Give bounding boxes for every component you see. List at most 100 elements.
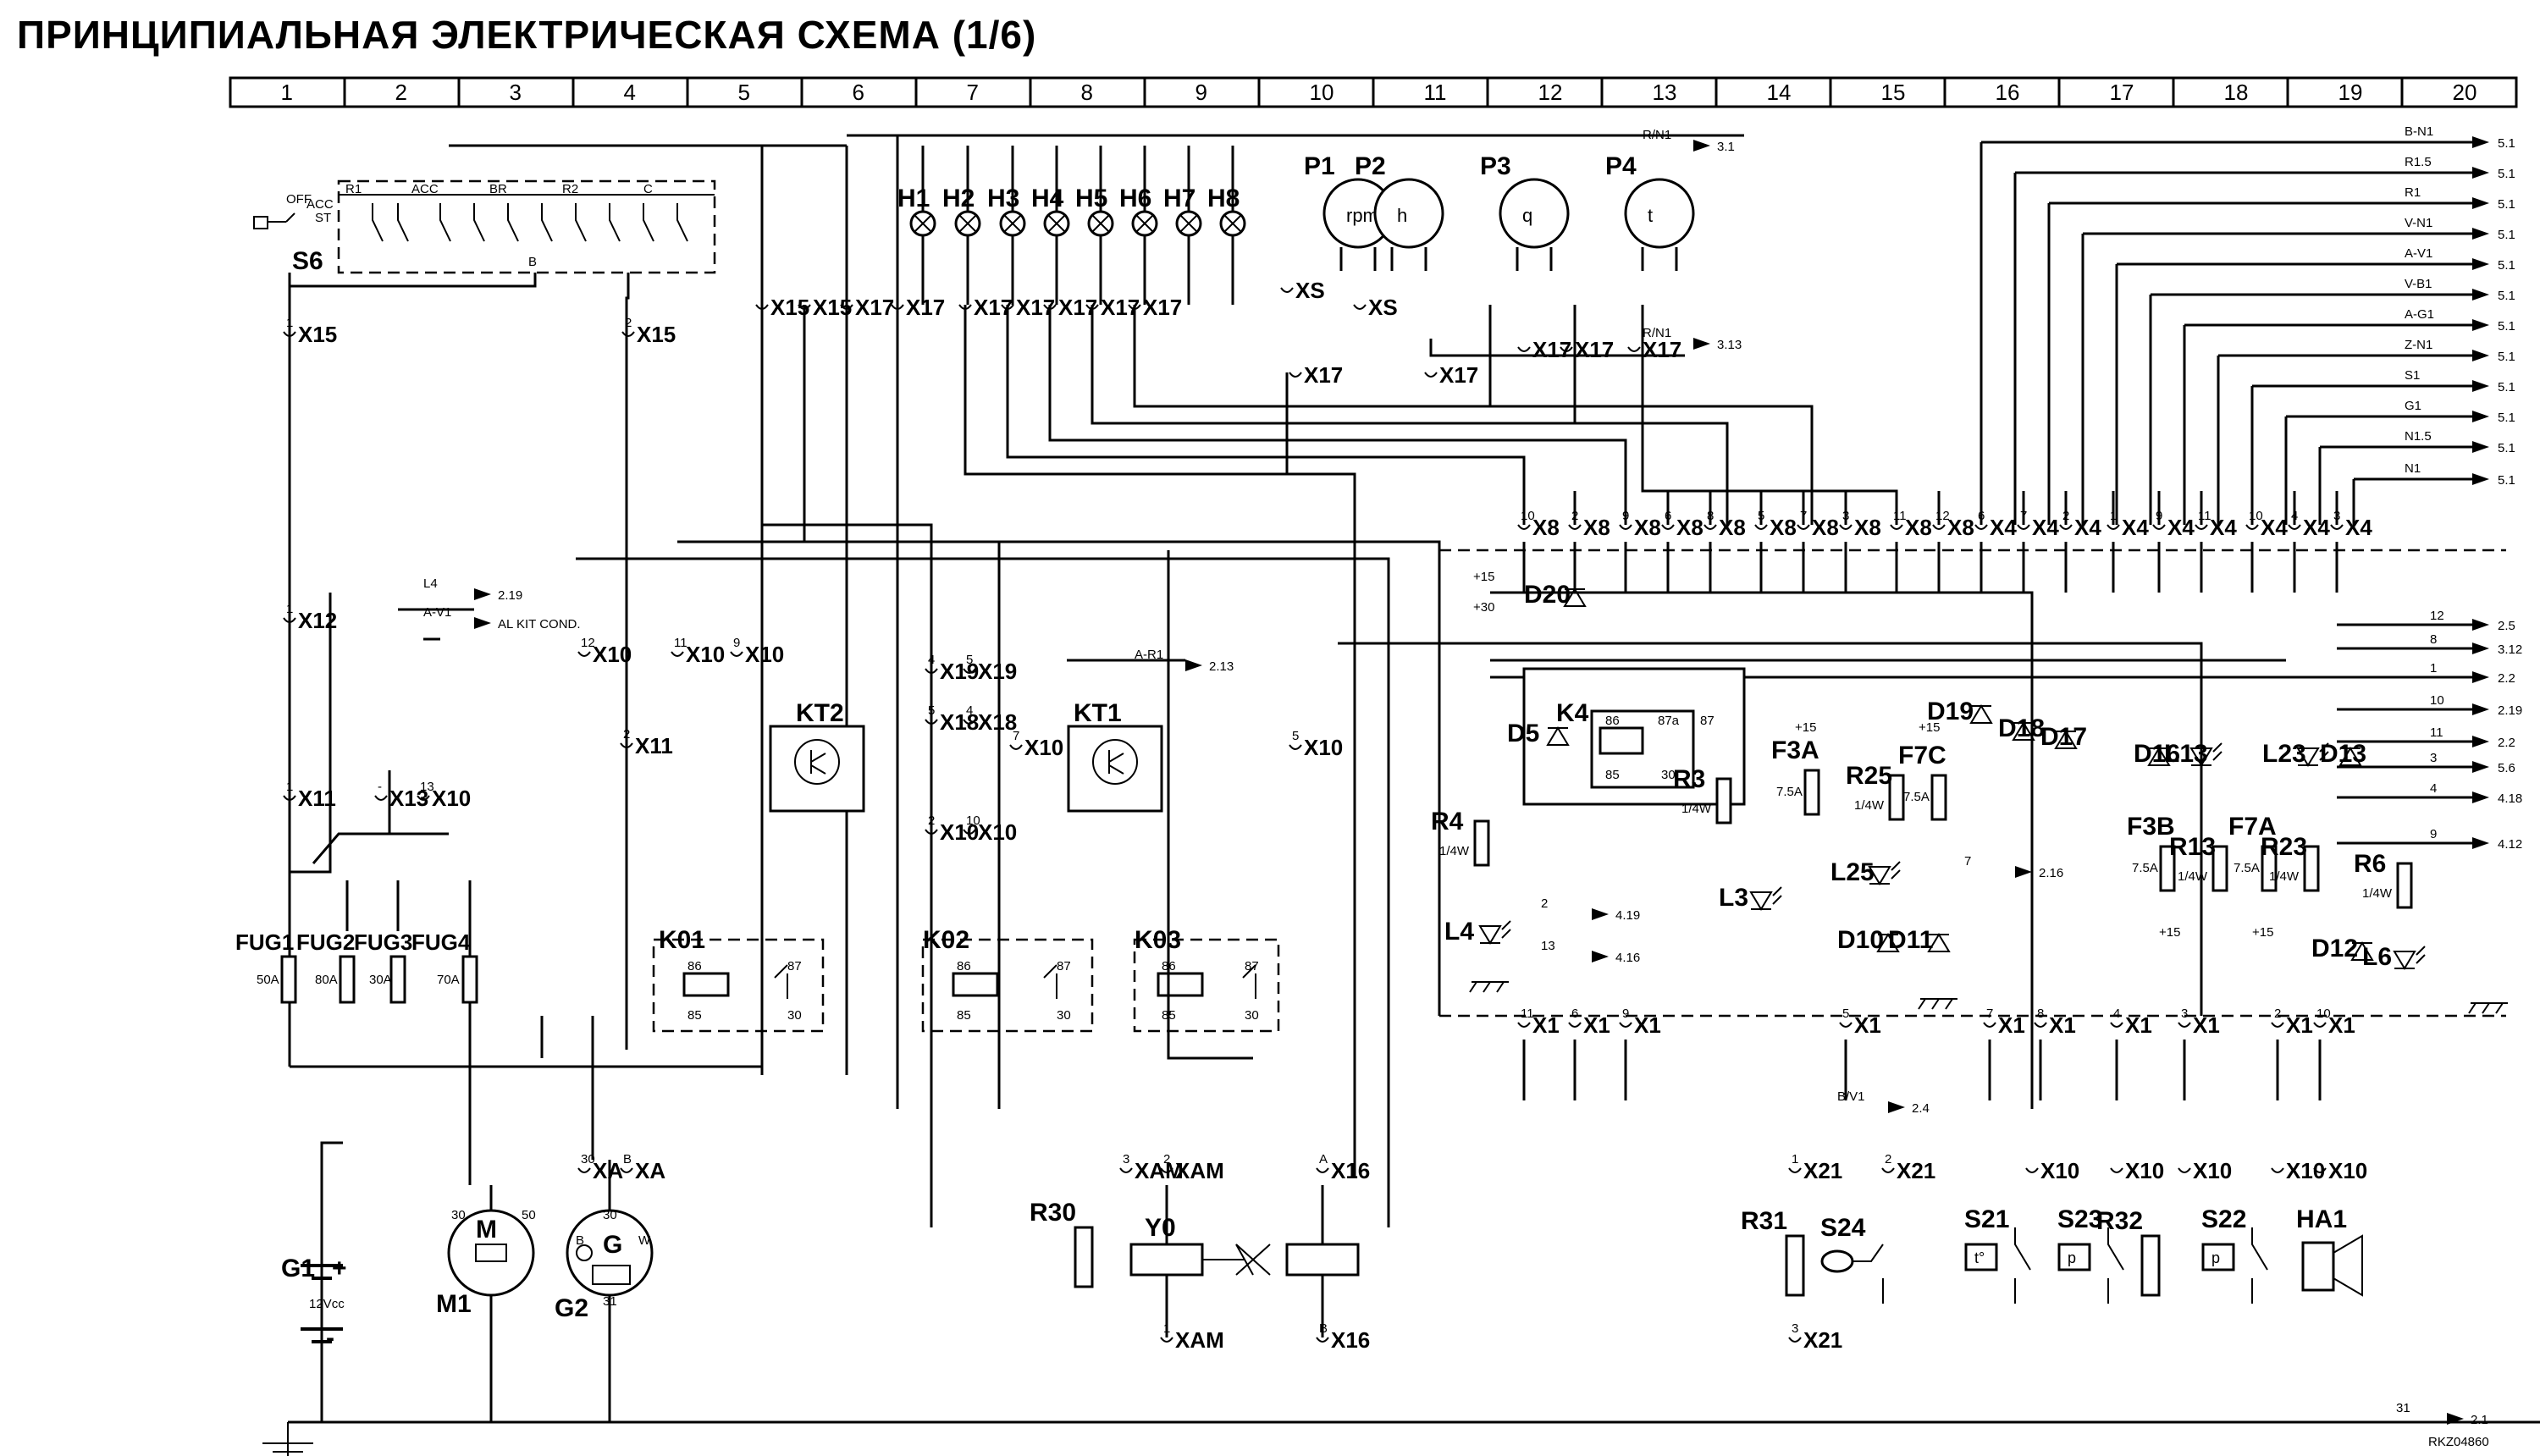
connector-label: X8 xyxy=(1583,515,1610,540)
pin-number: 2 xyxy=(1885,1152,1891,1166)
connector-label: X11 xyxy=(635,733,673,758)
gauge-connector: X17 xyxy=(1424,362,1478,388)
svg-text:K01: K01 xyxy=(659,926,705,954)
connector-label: X8 xyxy=(1719,515,1746,540)
connector-label: X10 xyxy=(2193,1158,2232,1183)
ground-icon xyxy=(262,1422,313,1456)
sensor-glyph: p xyxy=(2068,1249,2076,1266)
pin-number: 5 xyxy=(966,653,973,667)
led-label: L3 xyxy=(1719,884,1748,912)
connector-label: X10 xyxy=(2125,1158,2164,1183)
svg-text:FUG4: FUG4 xyxy=(411,929,471,955)
starter-motor: M M1 30 50 xyxy=(436,1208,536,1318)
ref-code: 5.6 xyxy=(2498,761,2515,775)
pin-number: 6 xyxy=(1571,1007,1578,1021)
switch-contact xyxy=(397,203,409,242)
column-number: 17 xyxy=(2110,80,2134,105)
arrow-icon xyxy=(1888,1101,1905,1113)
wire-code: Z-N1 xyxy=(2405,338,2432,352)
connector-x10: X10 xyxy=(2313,1158,2367,1183)
connector-label: X8 xyxy=(1947,515,1974,540)
fuse-rating: 7.5A xyxy=(1776,785,1803,799)
diode-label: D12 xyxy=(2311,935,2358,962)
pin-number: 11 xyxy=(1521,1007,1534,1021)
timer-kt2: KT2 xyxy=(769,699,865,813)
wire-code: N1 xyxy=(2405,461,2421,476)
switch-contact xyxy=(575,203,587,242)
relay-k01: K01 86 87 85 30 xyxy=(652,926,825,1033)
connector-label: X17 xyxy=(1532,337,1571,362)
wire-code: L4 xyxy=(423,576,438,591)
connector-x10: X10 xyxy=(2178,1158,2232,1183)
switch-label: S23 xyxy=(2057,1205,2102,1233)
arrow-icon xyxy=(474,617,491,629)
wire-code: R1.5 xyxy=(2405,155,2432,169)
ref-code: 3.13 xyxy=(1717,338,1742,352)
connector-label: X4 xyxy=(2210,515,2237,540)
ref-code: 4.18 xyxy=(2498,791,2522,806)
connector-label: X4 xyxy=(2122,515,2149,540)
diode-label: D16 xyxy=(2134,740,2180,768)
switch-contact xyxy=(439,203,451,242)
arrow-icon xyxy=(2472,167,2489,179)
arrow-icon xyxy=(2472,289,2489,301)
svg-text:KT2: KT2 xyxy=(796,699,844,727)
ref-code: 2.2 xyxy=(2498,736,2515,750)
svg-text:G: G xyxy=(603,1231,622,1259)
ref-code: 2.5 xyxy=(2498,619,2515,633)
wire-code: S1 xyxy=(2405,368,2420,383)
connector-label: X8 xyxy=(1854,515,1881,540)
svg-text:85: 85 xyxy=(957,1008,971,1023)
wire-code: V-N1 xyxy=(2405,216,2432,230)
wire-code: 13 xyxy=(1541,939,1555,953)
connector-label: X17 xyxy=(1643,337,1681,362)
pin-number: 1 xyxy=(286,602,293,616)
connector-label: X10 xyxy=(2040,1158,2079,1183)
led-icon: L3 xyxy=(1719,884,1782,912)
column-number: 12 xyxy=(1538,80,1563,105)
lamp-label: H7 xyxy=(1163,185,1195,212)
connector-label: X1 xyxy=(1998,1012,2025,1038)
gauge-connector: X17 xyxy=(1517,337,1571,362)
sensor-icon: p S23 xyxy=(2057,1205,2124,1304)
svg-text:87: 87 xyxy=(1700,714,1714,728)
svg-text:OFF: OFF xyxy=(286,192,312,207)
gauge-connector: X17 xyxy=(1627,337,1681,362)
resistor-label: R6 xyxy=(2354,850,2386,878)
svg-text:30: 30 xyxy=(787,1008,802,1023)
pin-number: - xyxy=(378,780,382,794)
connector-label: XAM xyxy=(1175,1327,1224,1353)
arrow-icon xyxy=(2472,350,2489,361)
pin-number: 11 xyxy=(1893,509,1907,523)
connector-x10: X10 xyxy=(2025,1158,2079,1183)
svg-text:ACC: ACC xyxy=(306,197,334,212)
connector-label: X13 xyxy=(389,786,428,811)
connector-x1: X14 xyxy=(2110,1007,2152,1038)
cross-references: B-N15.1R1.55.1R15.1V-N15.1A-V15.1V-B15.1… xyxy=(423,124,2522,1427)
column-number: 11 xyxy=(1424,80,1447,105)
battery: G1 + - 12Vcc xyxy=(262,1185,347,1456)
lamp-icon: H3 xyxy=(987,146,1026,305)
ref-code: 2.16 xyxy=(2039,866,2063,880)
led-label: L23 xyxy=(2262,740,2306,768)
svg-text:12Vcc: 12Vcc xyxy=(309,1297,345,1311)
column-number: 6 xyxy=(853,80,864,105)
ref-code: 3.1 xyxy=(1717,140,1735,154)
connector-label: XA xyxy=(593,1158,623,1183)
arrow-icon xyxy=(2472,837,2489,849)
pin-number: 10 xyxy=(966,813,980,828)
diode-label: D18 xyxy=(1998,714,2045,742)
pin-number: 11 xyxy=(2198,509,2211,523)
svg-text:87: 87 xyxy=(1245,959,1259,973)
diode-label: D20 xyxy=(1524,581,1571,609)
resistor-label: R32 xyxy=(2096,1207,2143,1235)
pin-number: 2 xyxy=(625,316,632,330)
